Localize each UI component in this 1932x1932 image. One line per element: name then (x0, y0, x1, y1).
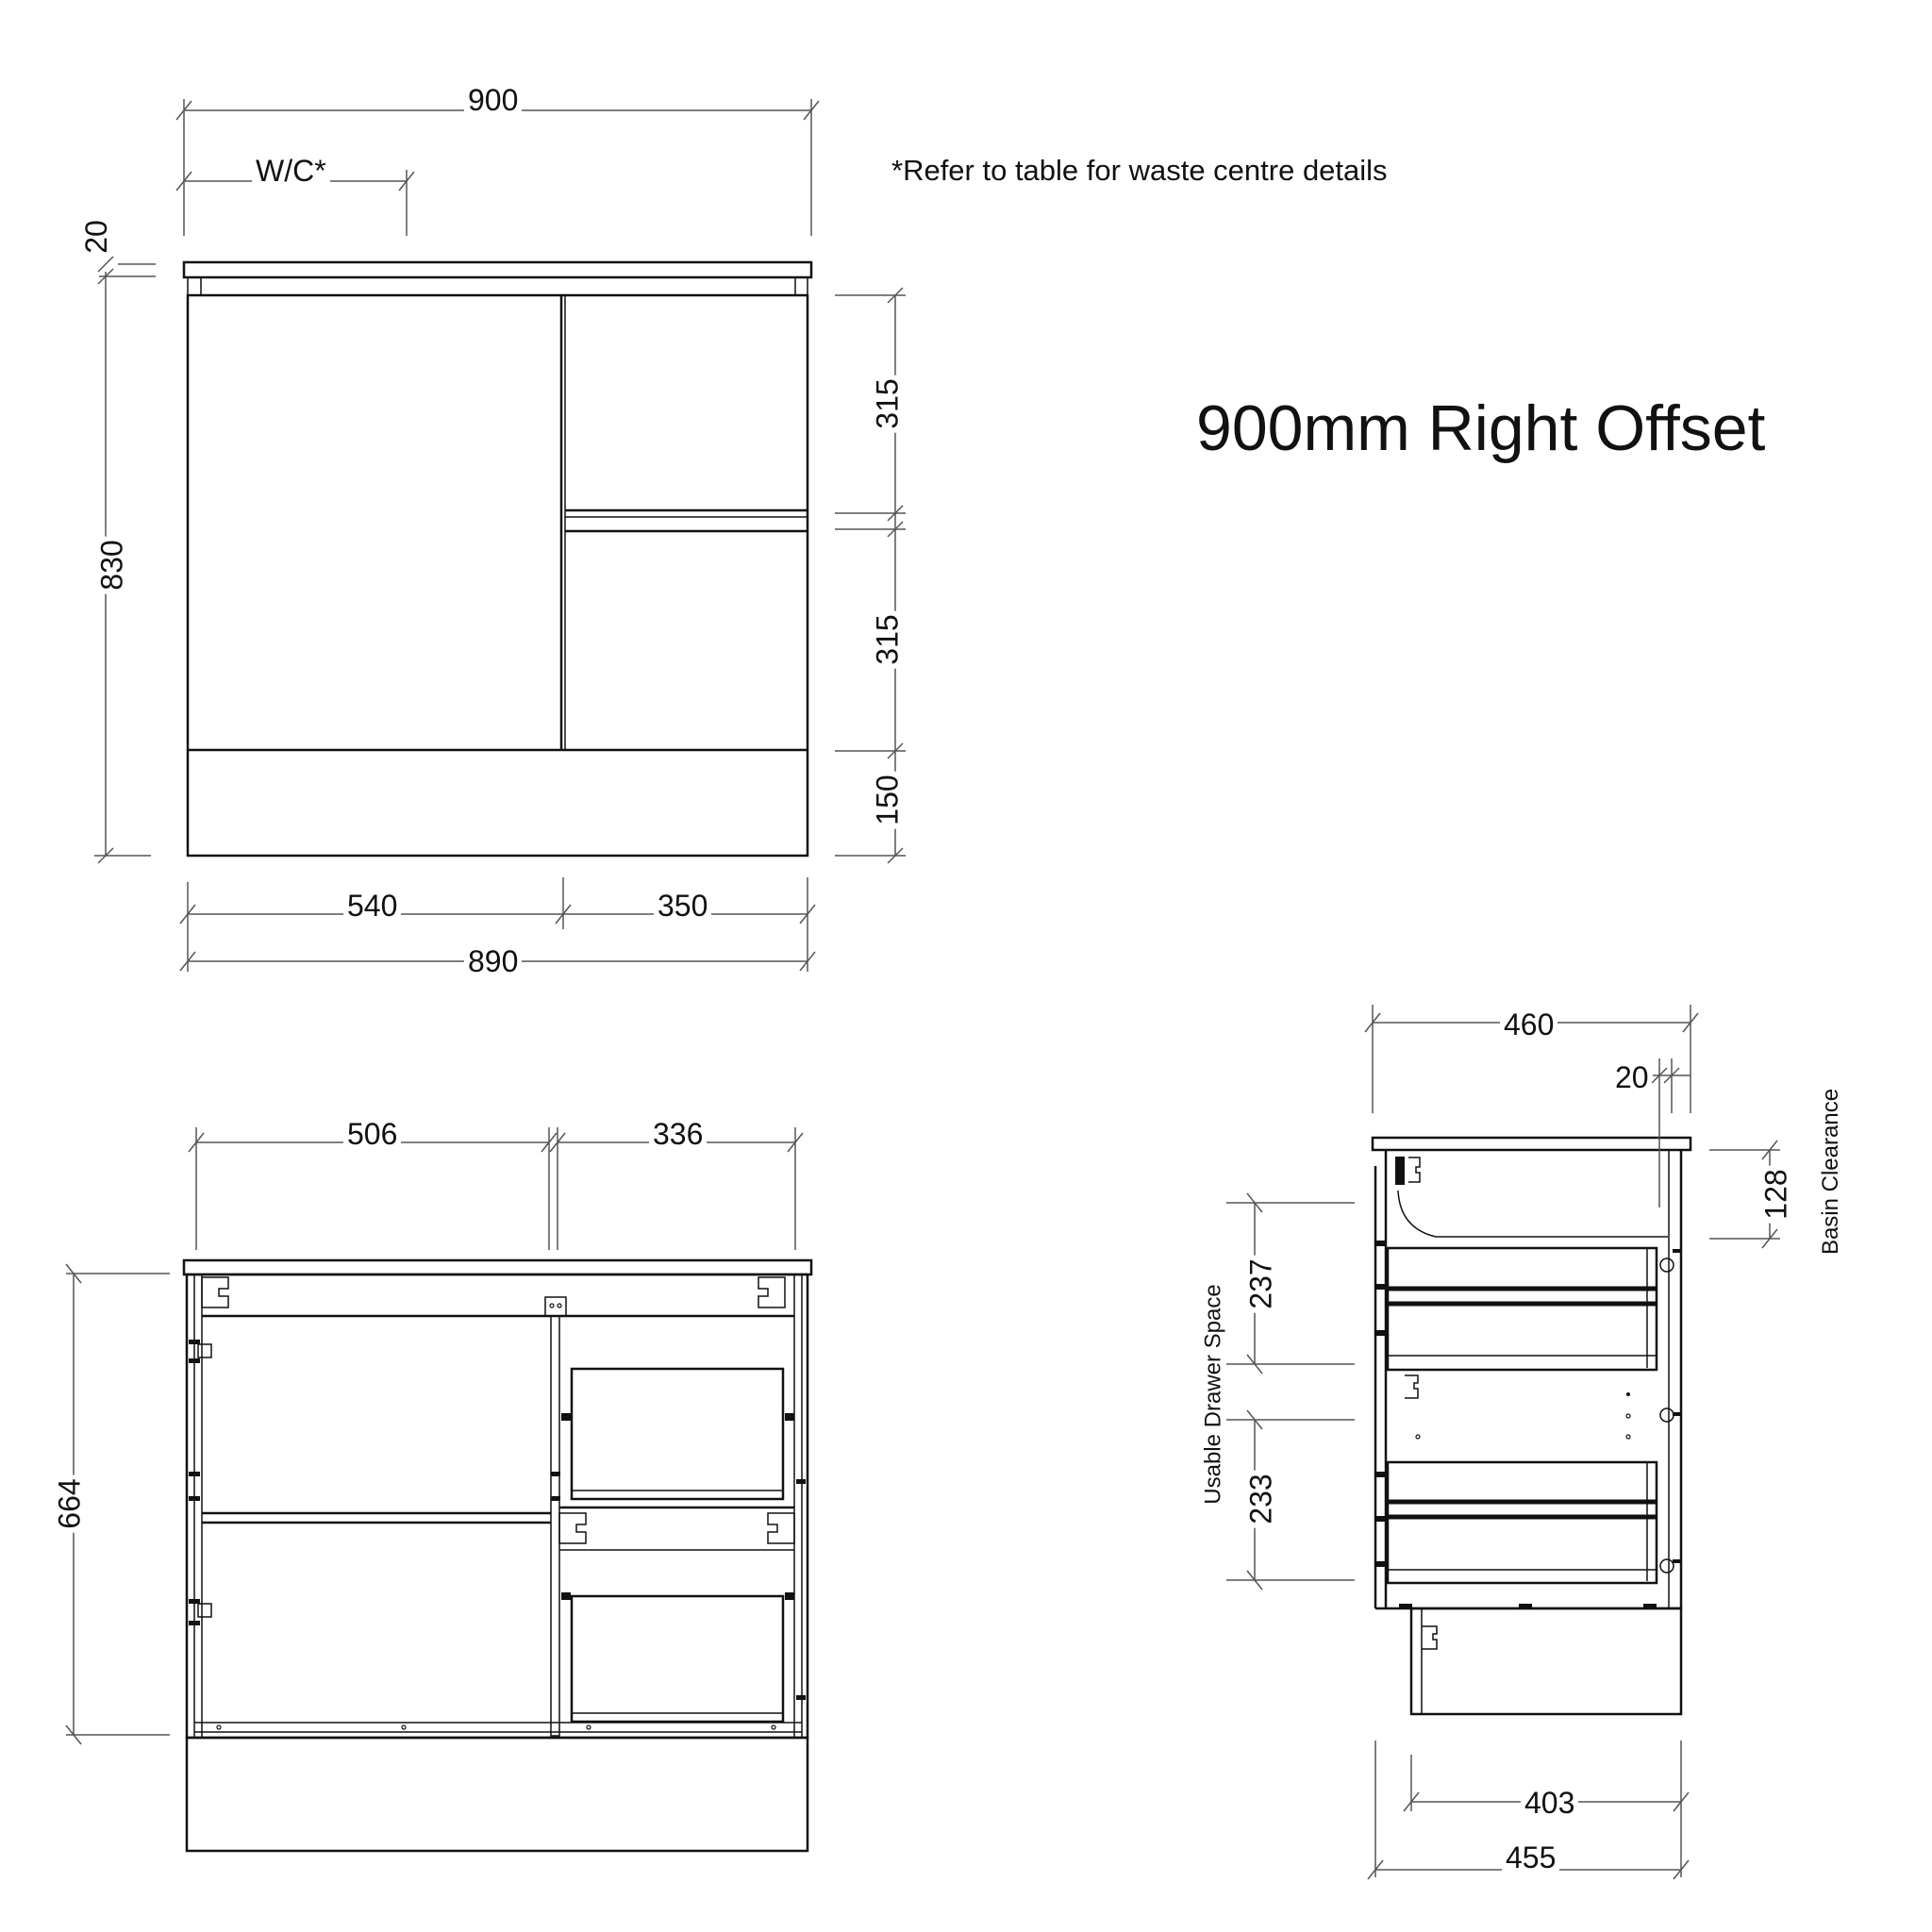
front-view (182, 260, 813, 858)
side-kick (1409, 1607, 1683, 1716)
dim-drawer-1-height: 315 (871, 375, 905, 433)
dim-waste-centre: W/C* (252, 156, 330, 186)
back-benchtop (182, 1258, 813, 1276)
side-benchtop (1371, 1136, 1692, 1152)
back-kick (185, 1736, 809, 1853)
side-dimension-lines (1226, 1005, 1780, 1880)
dim-internal-height: 664 (53, 1474, 87, 1533)
dim-top-overhang: 20 (1615, 1060, 1649, 1094)
basin-clearance-label: Basin Clearance (1818, 1088, 1844, 1256)
dim-basin-clearance: 128 (1759, 1165, 1793, 1224)
waste-centre-note: *Refer to table for waste centre details (891, 154, 1388, 187)
page-title: 900mm Right Offset (1196, 392, 1766, 464)
dim-drawer-depth: 403 (1521, 1788, 1579, 1818)
dim-drawer-width: 350 (654, 891, 712, 921)
internal-view (182, 1258, 813, 1853)
dim-drawer-1-usable: 237 (1244, 1255, 1278, 1313)
internal-dimension-lines (65, 1127, 804, 1745)
dim-carcass-depth: 455 (1502, 1842, 1560, 1873)
dim-right-internal-width: 336 (649, 1119, 708, 1149)
back-carcass (185, 1273, 809, 1740)
dim-overall-depth: 460 (1500, 1009, 1558, 1040)
side-view (1371, 1136, 1692, 1716)
dim-drawer-2-height: 315 (871, 610, 905, 669)
dim-left-internal-width: 506 (343, 1119, 402, 1149)
dim-overall-width: 900 (464, 85, 523, 115)
front-carcass (186, 293, 809, 858)
dim-top-thickness: 20 (79, 216, 113, 258)
dim-carcass-height: 830 (95, 536, 129, 594)
dim-carcass-width: 890 (464, 946, 523, 976)
front-dimension-lines (94, 99, 906, 972)
usable-drawer-space-label: Usable Drawer Space (1200, 1284, 1226, 1505)
dim-kick-height: 150 (871, 771, 905, 829)
dim-drawer-2-usable: 233 (1244, 1470, 1278, 1528)
dim-door-width: 540 (343, 891, 402, 921)
front-benchtop (182, 260, 813, 279)
